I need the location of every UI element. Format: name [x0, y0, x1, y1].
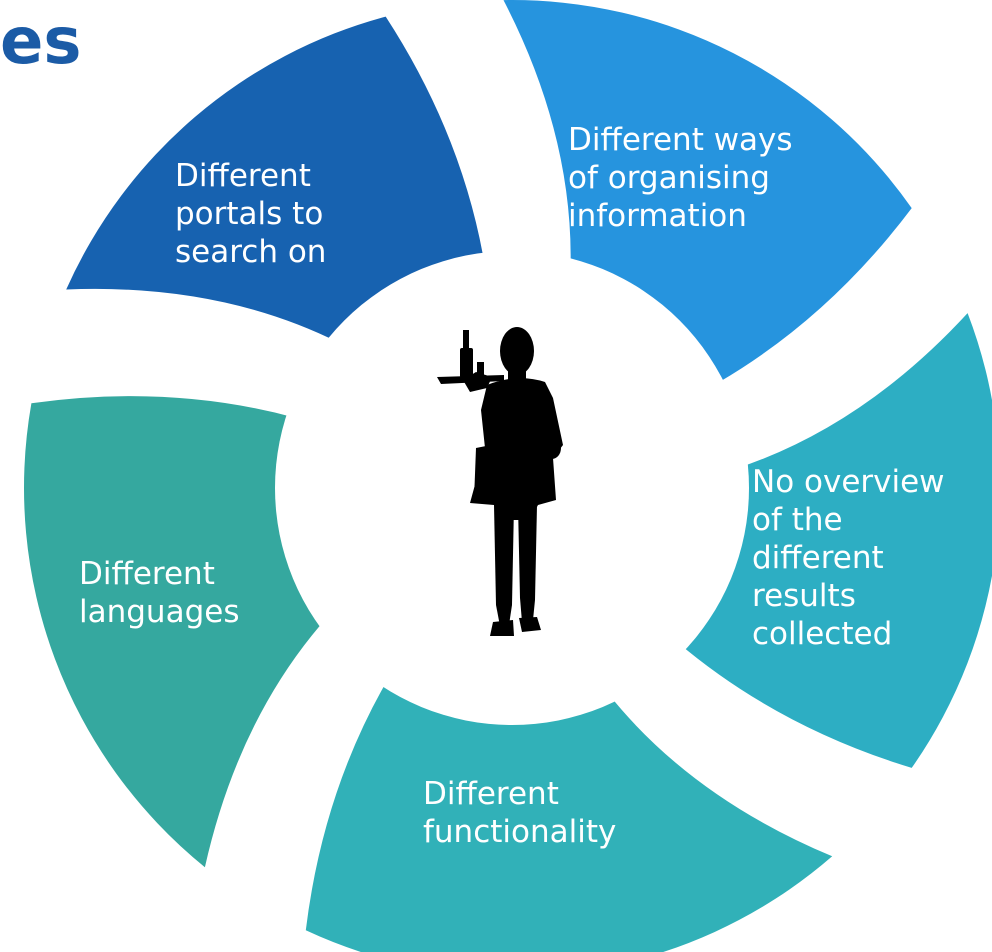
label-line: results: [752, 578, 856, 614]
label-line: functionality: [423, 814, 617, 850]
label-line: collected: [752, 616, 893, 652]
segment-label-portals: Different portals to search on: [175, 157, 326, 271]
segment-languages: [24, 396, 327, 868]
label-line: portals to: [175, 196, 324, 232]
segment-label-ways: Different ways of organising information: [568, 121, 793, 235]
label-line: No overview: [752, 464, 945, 500]
label-line: information: [568, 198, 747, 234]
segment-functionality: [305, 677, 833, 952]
label-line: of organising: [568, 160, 770, 196]
segment-ring: [24, 0, 992, 952]
label-line: Different: [79, 556, 215, 592]
page-title: es: [0, 5, 82, 79]
label-line: of the: [752, 502, 843, 538]
label-line: search on: [175, 234, 327, 270]
label-line: Different: [423, 776, 559, 812]
waiter-silhouette-icon: [437, 327, 563, 636]
segment-label-functionality: Different functionality: [423, 775, 616, 851]
label-line: Different: [175, 158, 311, 194]
label-line: different: [752, 540, 884, 576]
segment-label-overview: No overview of the different results col…: [752, 463, 945, 653]
segment-ways: [503, 0, 912, 386]
segment-overview: [677, 313, 992, 768]
label-line: Different ways: [568, 122, 793, 158]
label-line: languages: [79, 594, 240, 630]
segment-portals: [66, 16, 485, 343]
segment-label-languages: Different languages: [79, 555, 239, 631]
